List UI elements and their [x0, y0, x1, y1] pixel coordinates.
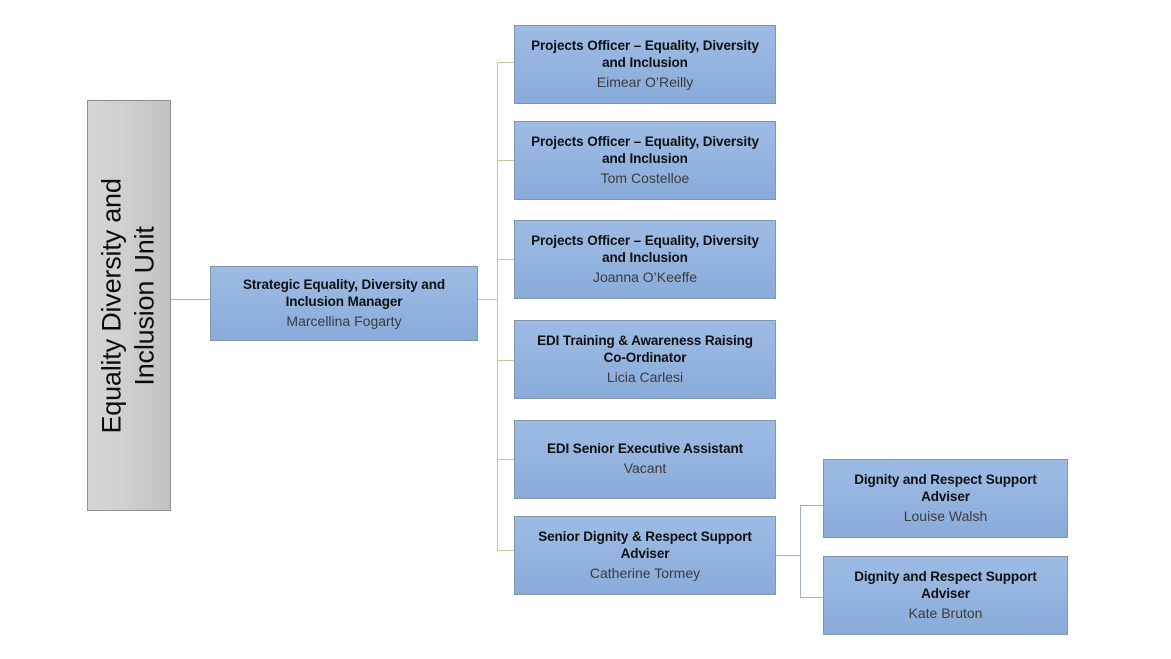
- node-report-5-name: Vacant: [623, 460, 667, 477]
- node-report-2-title-line1: Projects Officer – Equality, Diversity: [531, 134, 759, 150]
- connector-manager-stub: [478, 299, 497, 300]
- connector-senior-adviser-stub: [776, 555, 800, 556]
- node-report-4-name: Licia Carlesi: [606, 368, 684, 385]
- connector-trunk-green: [497, 62, 498, 550]
- connector-branch-report-2: [497, 160, 515, 161]
- node-adviser-1-title-line2: Adviser: [921, 488, 970, 504]
- connector-branch-adviser-1: [800, 505, 823, 506]
- node-report-2-title: Projects Officer – Equality, Diversity a…: [531, 134, 759, 168]
- connector-branch-adviser-2: [800, 597, 823, 598]
- node-adviser-2[interactable]: Dignity and Respect Support Adviser Kate…: [823, 556, 1068, 635]
- node-report-6-name: Catherine Tormey: [589, 564, 701, 581]
- connector-branch-report-3: [497, 259, 515, 260]
- node-report-4-title-line1: EDI Training & Awareness Raising: [537, 333, 753, 349]
- node-manager-title-line2: Inclusion Manager: [285, 293, 403, 309]
- node-report-6-title: Senior Dignity & Respect Support Adviser: [538, 529, 752, 563]
- node-manager-title: Strategic Equality, Diversity and Inclus…: [243, 277, 445, 311]
- node-report-2-title-line2: and Inclusion: [602, 150, 688, 166]
- node-report-1-title-line2: and Inclusion: [602, 54, 688, 70]
- node-adviser-1-title-line1: Dignity and Respect Support: [854, 472, 1037, 488]
- node-report-3-title-line1: Projects Officer – Equality, Diversity: [531, 233, 759, 249]
- node-report-5-title: EDI Senior Executive Assistant: [547, 441, 743, 458]
- node-report-4-title: EDI Training & Awareness Raising Co-Ordi…: [537, 333, 753, 367]
- unit-banner-label: Equality Diversity and Inclusion Unit: [96, 178, 162, 433]
- node-report-3-title-line2: and Inclusion: [602, 249, 688, 265]
- connector-branch-report-5: [497, 459, 515, 460]
- node-manager-title-line1: Strategic Equality, Diversity and: [242, 277, 445, 293]
- node-report-3-name: Joanna O’Keeffe: [592, 268, 698, 285]
- node-report-6-title-line2: Adviser: [620, 545, 670, 561]
- node-report-6-title-line1: Senior Dignity & Respect Support: [538, 529, 752, 545]
- node-report-1-title-line1: Projects Officer – Equality, Diversity: [531, 38, 759, 54]
- node-report-3[interactable]: Projects Officer – Equality, Diversity a…: [514, 220, 776, 299]
- unit-banner-label-line2: Inclusion Unit: [130, 225, 160, 386]
- node-report-5[interactable]: EDI Senior Executive Assistant Vacant: [514, 420, 776, 499]
- node-adviser-2-title: Dignity and Respect Support Adviser: [854, 569, 1037, 603]
- node-report-4-title-line2: Co-Ordinator: [603, 349, 687, 365]
- node-report-5-title-line1: EDI Senior Executive Assistant: [546, 441, 744, 457]
- connector-branch-report-1: [497, 62, 515, 63]
- connector-banner-to-manager: [171, 299, 210, 300]
- connector-trunk-advisers: [800, 505, 801, 597]
- node-adviser-1-name: Louise Walsh: [903, 507, 988, 524]
- node-report-3-title: Projects Officer – Equality, Diversity a…: [531, 233, 759, 267]
- unit-banner: Equality Diversity and Inclusion Unit: [87, 100, 171, 511]
- node-report-6[interactable]: Senior Dignity & Respect Support Adviser…: [514, 516, 776, 595]
- node-adviser-1[interactable]: Dignity and Respect Support Adviser Loui…: [823, 459, 1068, 538]
- connector-branch-report-6: [497, 550, 515, 551]
- unit-banner-label-line1: Equality Diversity and: [97, 177, 128, 434]
- node-report-1-title: Projects Officer – Equality, Diversity a…: [531, 38, 759, 72]
- node-report-1[interactable]: Projects Officer – Equality, Diversity a…: [514, 25, 776, 104]
- node-manager-name: Marcellina Fogarty: [286, 312, 402, 329]
- node-adviser-1-title: Dignity and Respect Support Adviser: [854, 472, 1037, 506]
- node-report-4[interactable]: EDI Training & Awareness Raising Co-Ordi…: [514, 320, 776, 399]
- node-adviser-2-title-line2: Adviser: [921, 585, 970, 601]
- node-adviser-2-title-line1: Dignity and Respect Support: [854, 569, 1037, 585]
- node-report-2[interactable]: Projects Officer – Equality, Diversity a…: [514, 121, 776, 200]
- connector-branch-report-4: [497, 360, 515, 361]
- node-adviser-2-name: Kate Bruton: [908, 604, 983, 621]
- node-manager[interactable]: Strategic Equality, Diversity and Inclus…: [210, 266, 478, 341]
- node-report-1-name: Eimear O’Reilly: [596, 73, 694, 90]
- node-report-2-name: Tom Costelloe: [600, 169, 690, 186]
